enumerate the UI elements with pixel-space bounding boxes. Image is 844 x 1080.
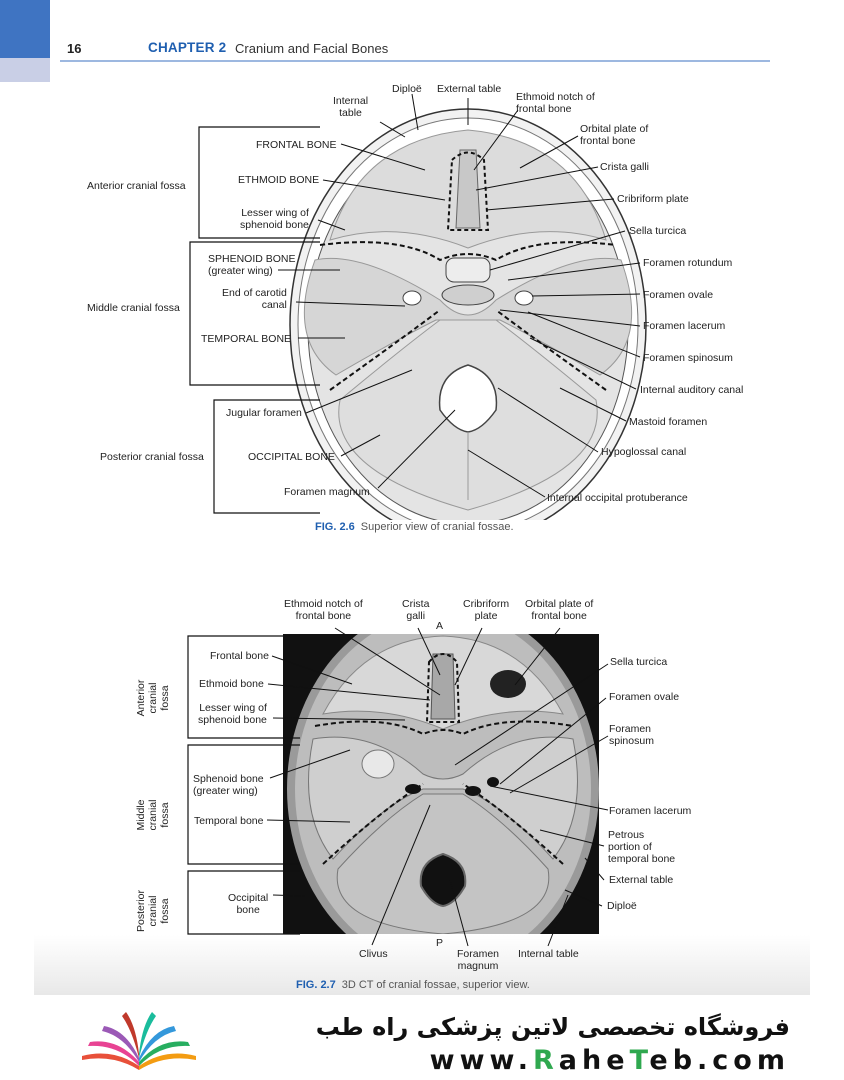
fig26-label-foramen-ovale: Foramen ovale (643, 289, 714, 301)
fig26-label-frontal-bone: FRONTAL BONE (256, 139, 337, 151)
fig26-label-crista-galli: Crista galli (600, 161, 650, 173)
fig-2-7-ct-image (283, 634, 599, 934)
fig-2-7-leaders (187, 627, 609, 947)
page-number: 16 (67, 41, 82, 56)
fig27-label-frontal-bone: Frontal bone (210, 650, 269, 662)
fig26-region-middle: Middle cranial fossa (87, 302, 180, 314)
fig26-label-ethmoid-bone: ETHMOID BONE (238, 174, 320, 186)
fig26-label-hypoglossal-canal: Hypoglossal canal (601, 446, 687, 458)
fig27-label-internal-table: Internal table (518, 948, 579, 960)
bottom-fade (34, 935, 810, 995)
fig26-label-mastoid-foramen: Mastoid foramen (629, 416, 708, 428)
fig26-label-sella-turcica: Sella turcica (629, 225, 687, 237)
fig27-label-diploe: Diploë (607, 900, 637, 912)
fig26-region-anterior: Anterior cranial fossa (87, 180, 186, 192)
book-logo-icon (82, 1012, 196, 1070)
fig26-label-internal-auditory-canal: Internal auditory canal (640, 384, 744, 396)
fig27-label-sphenoid-bone: Sphenoid bone(greater wing) (193, 773, 264, 797)
fig-2-6-illustration (189, 93, 647, 520)
fig26-label-foramen-spinosum: Foramen spinosum (643, 352, 733, 364)
corner-color-tab (0, 0, 50, 82)
header-rule (60, 60, 770, 62)
fig27-anterior-marker: A (436, 620, 444, 632)
fig27-label-foramen-lacerum: Foramen lacerum (609, 805, 692, 817)
chapter-label: CHAPTER 2 (148, 40, 227, 55)
fig27-label-clivus: Clivus (359, 948, 388, 960)
fig26-region-posterior: Posterior cranial fossa (100, 451, 204, 463)
fig27-posterior-marker: P (436, 937, 444, 949)
fig26-label-sphenoid-bone: SPHENOID BONE(greater wing) (208, 253, 296, 277)
store-name-persian: فروشگاه تخصصی لاتین پزشکی راه طب (315, 1013, 790, 1041)
fig27-label-temporal-bone: Temporal bone (194, 815, 264, 827)
fig26-label-external-table: External table (437, 83, 502, 95)
fig26-label-temporal-bone: TEMPORAL BONE (201, 333, 292, 345)
fig26-label-foramen-rotundum: Foramen rotundum (643, 257, 733, 269)
fig26-label-foramen-magnum: Foramen magnum (284, 486, 370, 498)
fig26-label-occipital-bone: OCCIPITAL BONE (248, 451, 335, 463)
fig27-label-foramen-ovale: Foramen ovale (609, 691, 680, 703)
chapter-title: Cranium and Facial Bones (235, 41, 389, 56)
fig26-label-foramen-lacerum: Foramen lacerum (643, 320, 726, 332)
fig27-label-external-table: External table (609, 874, 674, 886)
fig26-label-jugular-foramen: Jugular foramen (226, 407, 302, 419)
fig27-label-sella-turcica: Sella turcica (610, 656, 668, 668)
fig26-label-diploe: Diploë (392, 83, 422, 95)
fig26-label-cribriform-plate: Cribriform plate (617, 193, 689, 205)
store-url: www.RaheTeb.com (429, 1045, 790, 1076)
fig26-label-internal-occipital-protuberance: Internal occipital protuberance (547, 492, 688, 504)
fig27-label-ethmoid-bone: Ethmoid bone (199, 678, 264, 690)
